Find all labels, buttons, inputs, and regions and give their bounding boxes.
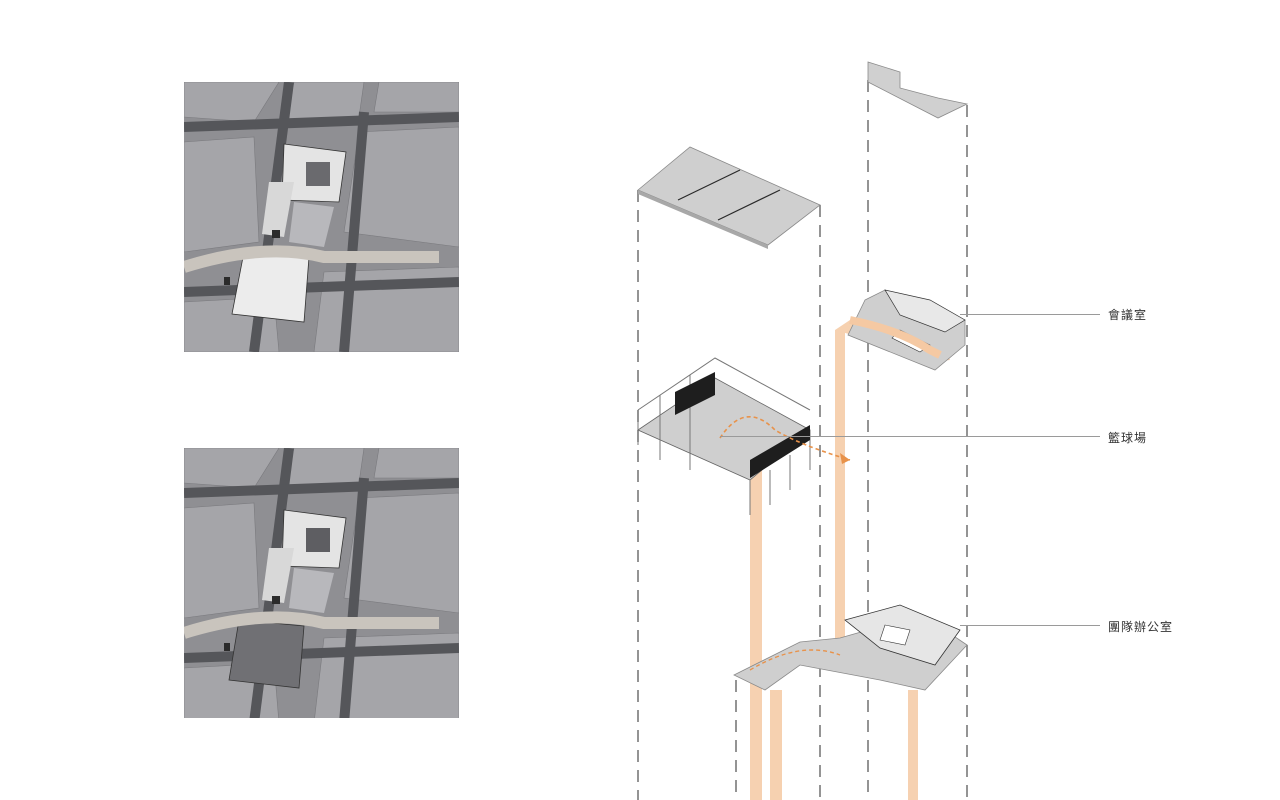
exploded-axonometric [600, 0, 1020, 800]
meeting-room-leader [960, 314, 1100, 315]
basketball-court-leader [720, 436, 1100, 437]
roof-slab-small [867, 61, 969, 119]
roof-slab-large [637, 146, 821, 249]
team-office-label: 團隊辦公室 [1108, 620, 1174, 634]
dashed-guide-lines [637, 80, 968, 800]
meeting-room-label: 會議室 [1108, 308, 1148, 322]
basketball-court-label: 籃球場 [1108, 431, 1148, 445]
team-office-leader [960, 625, 1100, 626]
team-office-level [733, 604, 968, 691]
site-plan-bottom [184, 448, 459, 718]
meeting-room-level [847, 289, 966, 371]
circulation-paths [750, 320, 950, 800]
basketball-court-level [637, 357, 851, 515]
site-plan-top [184, 82, 459, 352]
